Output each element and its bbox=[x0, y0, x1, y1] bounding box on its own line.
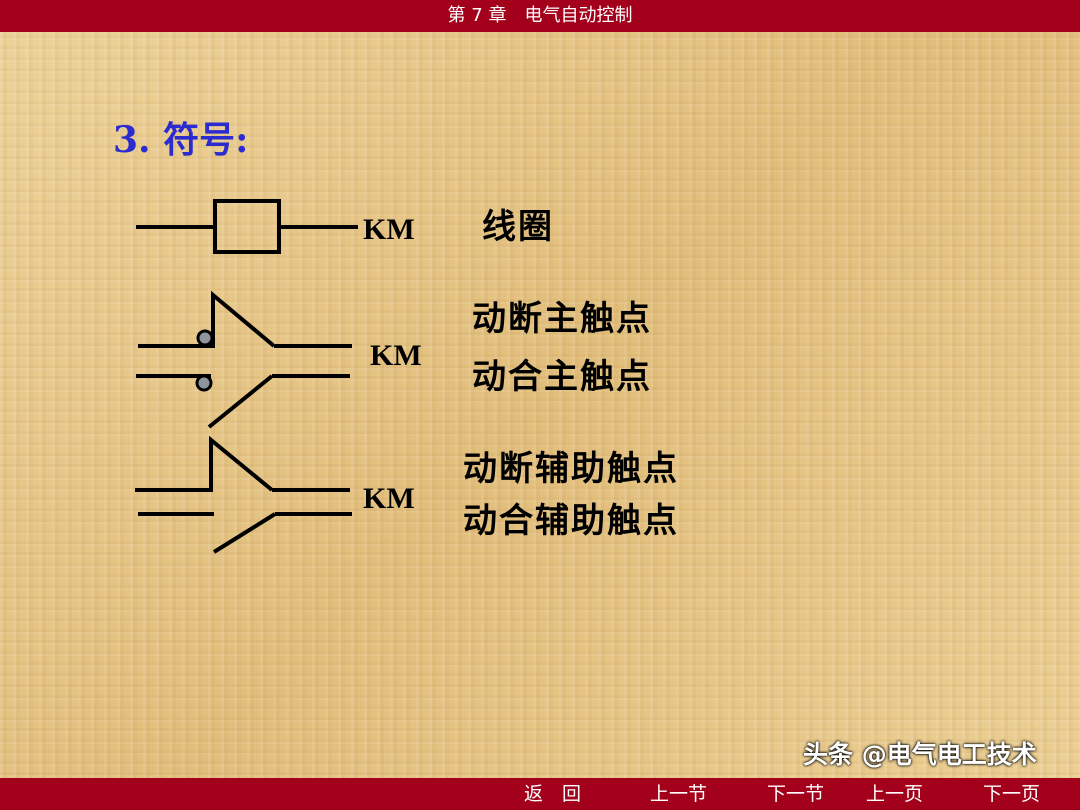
coil-tag: KM bbox=[363, 213, 415, 246]
next-section-button[interactable]: 下一节 bbox=[767, 783, 825, 805]
main-nc-label: 动断主触点 bbox=[472, 299, 652, 339]
aux-no-label: 动合辅助触点 bbox=[463, 501, 679, 541]
main-nc-contact-symbol bbox=[138, 290, 352, 348]
coil-symbol bbox=[136, 199, 358, 254]
watermark: 头条 @电气电工技术 bbox=[803, 740, 1037, 769]
main-contact-tag: KM bbox=[370, 339, 422, 372]
coil-label: 线圈 bbox=[482, 207, 554, 247]
chapter-title: 第 7 章 电气自动控制 bbox=[447, 5, 633, 26]
back-button[interactable]: 返 回 bbox=[524, 783, 582, 805]
aux-nc-label: 动断辅助触点 bbox=[463, 449, 679, 489]
contact-dot-icon bbox=[195, 374, 213, 392]
next-page-button[interactable]: 下一页 bbox=[983, 783, 1041, 805]
section-heading: 3. 符号: bbox=[113, 119, 249, 161]
prev-page-button[interactable]: 上一页 bbox=[866, 783, 924, 805]
aux-nc-contact-symbol bbox=[135, 435, 350, 492]
contact-dot-icon bbox=[196, 329, 214, 347]
main-no-label: 动合主触点 bbox=[472, 357, 652, 397]
chapter-title-bar: 第 7 章 电气自动控制 bbox=[0, 0, 1080, 32]
footer-nav-bar bbox=[0, 778, 1080, 810]
main-no-contact-symbol bbox=[136, 374, 350, 429]
aux-contact-tag: KM bbox=[363, 482, 415, 515]
prev-section-button[interactable]: 上一节 bbox=[650, 783, 708, 805]
aux-no-contact-symbol bbox=[138, 512, 352, 554]
